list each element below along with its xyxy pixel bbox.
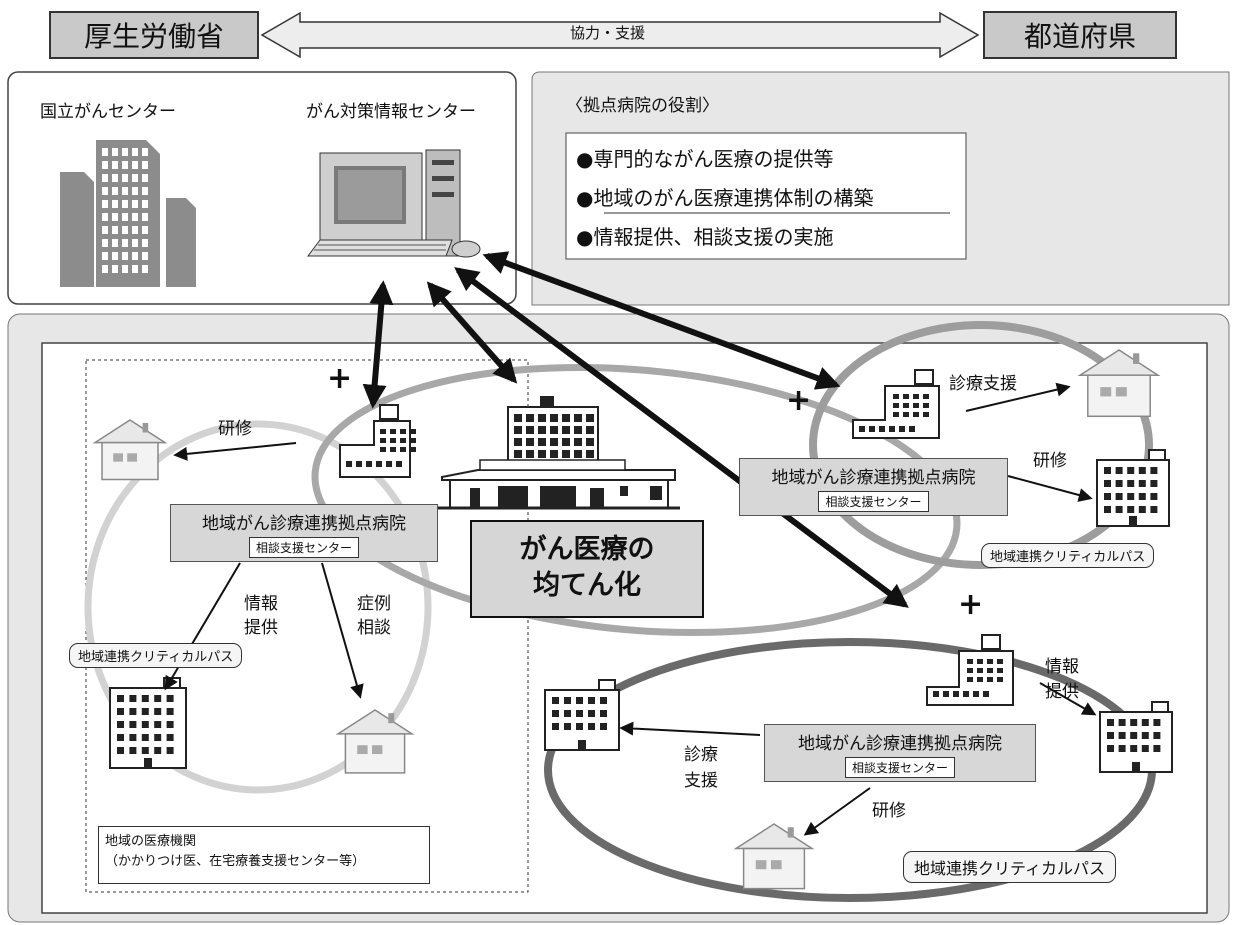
role-item: ●情報提供、相談支援の実施 [576, 225, 834, 249]
plus-icon: + [327, 361, 353, 396]
prefecture-box: 都道府県 [983, 11, 1177, 59]
consult-center-label: 相談支援センター [818, 491, 929, 512]
critical-path-label: 地域連携クリティカルパス [69, 643, 243, 668]
info-center-label: がん対策情報センター [306, 102, 476, 122]
provide-label: 提供 [244, 618, 278, 638]
consult-center-label: 相談支援センター [844, 757, 955, 778]
local-title: 地域の医療機関 [105, 834, 197, 849]
hospital-name: 地域がん診療連携拠点病院 [798, 734, 1002, 754]
cooperation-label: 協力・支援 [570, 24, 646, 42]
hospital-box-right: 地域がん診療連携拠点病院 相談支援センター [739, 458, 1008, 516]
provide-label: 提供 [1045, 682, 1079, 702]
care-support-label: 診療支援 [949, 374, 1017, 394]
critical-path-label: 地域連携クリティカルパス [981, 543, 1155, 568]
equalization-line1: がん医療の [519, 534, 655, 565]
case-label: 症例 [357, 594, 391, 614]
house-icon [92, 419, 168, 481]
roles-title: 〈拠点病院の役割〉 [566, 96, 719, 116]
ncc-label: 国立がんセンター [40, 102, 176, 122]
local-institutions-box: 地域の医療機関 （かかりつけ医、在宅療養支援センター等） [98, 826, 430, 884]
prefecture-label: 都道府県 [1023, 20, 1136, 53]
computer-icon [307, 149, 481, 258]
house-icon [733, 823, 815, 890]
consult-label: 相談 [357, 618, 391, 638]
local-desc: （かかりつけ医、在宅療養支援センター等） [105, 854, 366, 870]
equalization-line2: 均てん化 [533, 570, 641, 602]
info-label: 情報 [1045, 657, 1079, 677]
plus-icon: + [786, 383, 812, 418]
ncc-building-icon [60, 140, 196, 287]
house-icon [1077, 349, 1161, 418]
hospital-icon-bottom [926, 634, 1014, 706]
consult-center-label: 相談支援センター [248, 537, 359, 558]
info-label: 情報 [244, 594, 278, 614]
hospital-icon-left [339, 404, 416, 478]
training-label: 研修 [1033, 451, 1067, 471]
clinic-building-icon [1099, 701, 1173, 773]
clinic-building-icon [544, 679, 620, 751]
thin-arrows [164, 382, 1097, 836]
support-label: 支援 [684, 771, 718, 791]
clinic-building-icon [109, 677, 187, 769]
hospital-name: 地域がん診療連携拠点病院 [202, 514, 406, 534]
role-item: ●地域のがん医療連携体制の構築 [576, 186, 874, 210]
house-icon [335, 709, 415, 774]
hospital-name: 地域がん診療連携拠点病院 [771, 468, 976, 488]
care-label: 診療 [684, 745, 718, 765]
hospital-box-left: 地域がん診療連携拠点病院 相談支援センター [170, 504, 438, 562]
role-item: ●専門的ながん医療の提供等 [576, 147, 834, 171]
roles-box [565, 132, 967, 260]
cooperation-arrow [260, 11, 980, 59]
training-label: 研修 [218, 419, 252, 439]
plus-icon: + [958, 587, 984, 622]
region-ellipse-left [84, 420, 432, 794]
clinic-building-icon [1096, 449, 1170, 527]
mhlw-box: 厚生労働省 [49, 11, 259, 59]
mhlw-label: 厚生労働省 [83, 20, 224, 53]
critical-path-label: 地域連携クリティカルパス [903, 851, 1117, 883]
equalization-box: がん医療の 均てん化 [470, 520, 704, 618]
thick-arrows [362, 251, 909, 608]
hospital-box-bottom: 地域がん診療連携拠点病院 相談支援センター [764, 724, 1036, 782]
training-label: 研修 [872, 801, 906, 821]
